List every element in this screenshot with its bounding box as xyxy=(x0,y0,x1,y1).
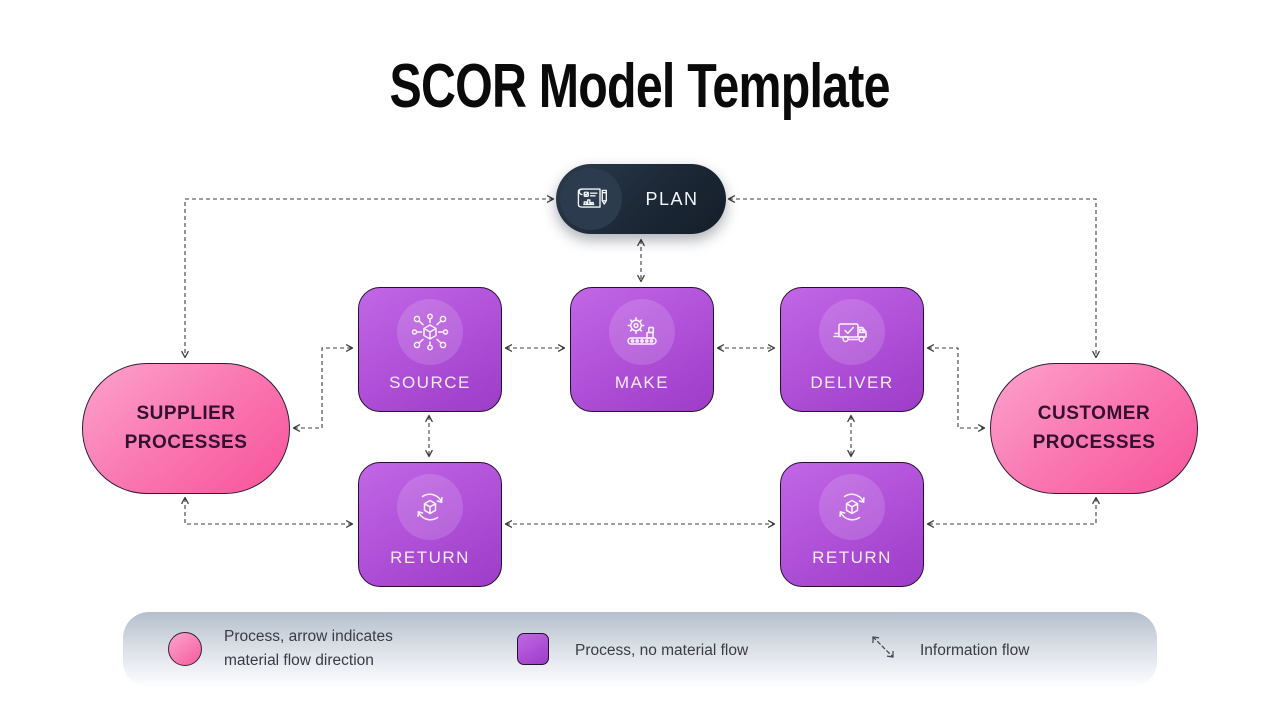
legend-label-no-material-flow: Process, no material flow xyxy=(575,642,749,659)
node-plan-label: PLAN xyxy=(645,188,699,209)
supplier-label-line2: PROCESSES xyxy=(124,431,248,453)
page-title: SCOR Model Template xyxy=(389,52,891,121)
customer-label-line1: CUSTOMER xyxy=(1037,403,1151,424)
network-cube-icon xyxy=(411,313,449,351)
legend-label-material-flow: Process, arrow indicates material flow d… xyxy=(224,628,393,670)
icon-circle xyxy=(609,299,675,365)
return-box-icon xyxy=(839,493,865,521)
return-box-icon xyxy=(417,493,443,521)
customer-label-line2: PROCESSES xyxy=(1032,431,1156,453)
gear-conveyor-icon xyxy=(627,317,657,345)
icon-circle xyxy=(819,474,885,540)
blueprint-icon xyxy=(577,188,607,208)
icon-circle xyxy=(397,299,463,365)
node-customer-processes: CUSTOMER PROCESSES xyxy=(990,363,1198,494)
node-return-right: RETURN xyxy=(780,462,924,587)
node-supplier-processes: SUPPLIER PROCESSES xyxy=(82,363,290,494)
node-plan: PLAN xyxy=(556,164,726,234)
node-deliver: DELIVER xyxy=(780,287,924,412)
information-flow-arrow-icon xyxy=(872,636,894,658)
icon-circle xyxy=(397,474,463,540)
node-return-left: RETURN xyxy=(358,462,502,587)
node-return-left-label: RETURN xyxy=(390,548,470,567)
delivery-truck-icon xyxy=(833,323,867,343)
legend-bar: Process, arrow indicates material flow d… xyxy=(123,612,1157,688)
icon-circle xyxy=(819,299,885,365)
supplier-label-line1: SUPPLIER xyxy=(136,403,236,424)
node-make: MAKE xyxy=(570,287,714,412)
node-return-right-label: RETURN xyxy=(812,548,892,567)
node-source-label: SOURCE xyxy=(389,373,471,392)
legend-label-information-flow: Information flow xyxy=(920,642,1030,659)
plan-icon-circle xyxy=(560,168,622,230)
purple-square-swatch xyxy=(517,633,549,665)
pink-circle-swatch xyxy=(168,632,202,666)
node-deliver-label: DELIVER xyxy=(810,373,894,392)
node-make-label: MAKE xyxy=(614,373,670,392)
node-source: SOURCE xyxy=(358,287,502,412)
